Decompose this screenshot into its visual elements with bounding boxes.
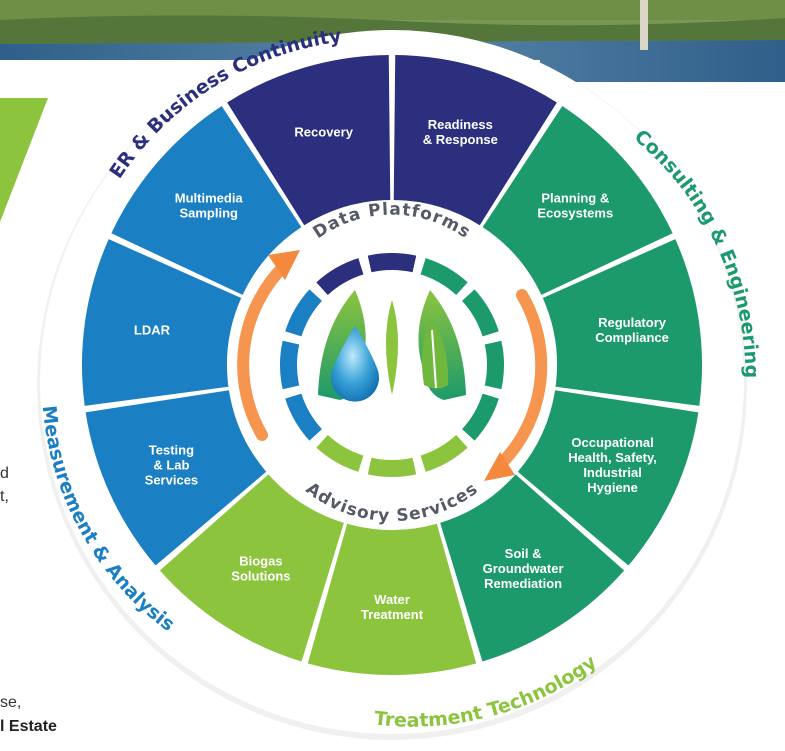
wheel-segment-occupational[interactable] — [517, 390, 699, 566]
body-text-fragment: l Estate — [0, 718, 57, 735]
wheel-segment-label-ldar: LDAR — [134, 322, 171, 337]
inner-ring-segment — [316, 258, 364, 295]
wheel-segment-label-planning: Planning &Ecosystems — [537, 191, 613, 221]
inner-ring-segment — [367, 253, 417, 273]
wheel-segment-label-readiness: Readiness& Response — [423, 117, 498, 147]
wheel-segment-recovery[interactable] — [227, 55, 391, 226]
wheel-segment-ldar[interactable] — [82, 239, 242, 406]
inner-ring-segment — [484, 340, 505, 390]
inner-ring-segment — [285, 393, 322, 441]
inner-ring-segment — [462, 393, 499, 441]
wheel-segment-water[interactable] — [307, 523, 477, 675]
wheel-segment-readiness[interactable] — [393, 55, 557, 226]
wheel-segment-soil[interactable] — [440, 474, 625, 662]
inner-ring-segment — [367, 457, 417, 478]
wheel-segment-planning[interactable] — [482, 105, 673, 295]
inner-ring-segment — [316, 435, 364, 472]
inner-ring-segment — [420, 258, 468, 295]
wheel-segment-regulatory[interactable] — [542, 239, 702, 406]
wheel-segment-label-recovery: Recovery — [294, 124, 353, 139]
wheel-segment-multimedia[interactable] — [111, 105, 302, 295]
company-logo — [318, 290, 466, 402]
wheel-segment-testing[interactable] — [85, 390, 267, 566]
inner-ring-segment — [280, 340, 300, 390]
cycle-arrows — [237, 250, 548, 481]
body-text-fragment: se, — [0, 694, 22, 711]
body-text-fragment: t, — [0, 488, 9, 505]
inner-ring-segment — [285, 289, 322, 337]
inner-ring-segment — [420, 435, 468, 472]
wheel-segment-biogas[interactable] — [159, 474, 344, 662]
green-accent-shape — [0, 98, 48, 222]
inner-ring-segment — [462, 289, 499, 337]
body-text-fragment: d — [0, 465, 9, 482]
